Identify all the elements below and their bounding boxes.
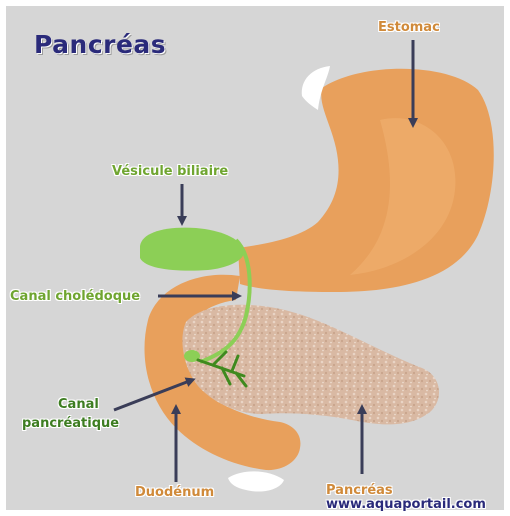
label-vesicule-biliaire: Vésicule biliaire [112, 164, 228, 179]
label-canal-choledoque: Canal cholédoque [10, 289, 140, 304]
duodenum-end-highlight [228, 471, 284, 491]
watermark-url: www.aquaportail.com [326, 497, 486, 512]
label-estomac: Estomac [378, 20, 440, 35]
page-title: Pancréas [34, 30, 166, 59]
label-pancreas: Pancréas [326, 483, 393, 498]
label-duodenum: Duodénum [135, 485, 214, 500]
label-canal-pancreatique-line1: Canal [58, 397, 99, 412]
label-canal-pancreatique-line2: pancréatique [22, 416, 119, 431]
gallbladder-shape [140, 228, 244, 271]
